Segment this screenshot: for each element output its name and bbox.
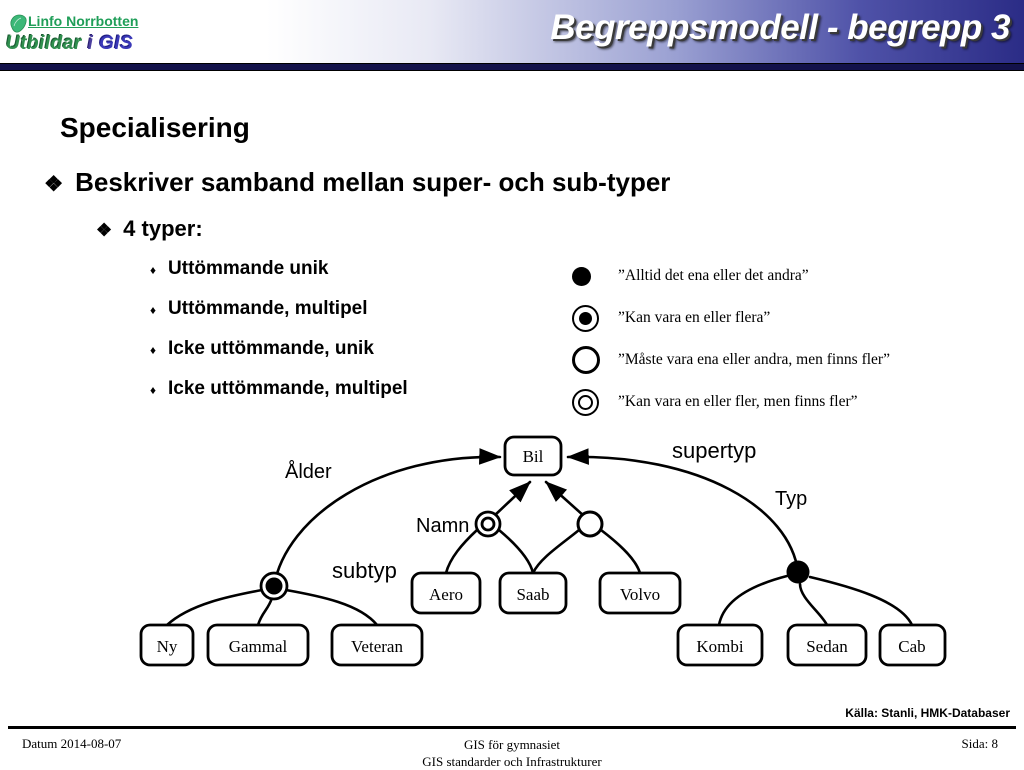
legend-item-label: ”Måste vara ena eller andra, men finns f… — [618, 351, 890, 368]
diagram-box-label-cab: Cab — [898, 637, 925, 656]
footer-divider — [8, 726, 1016, 729]
diagram-box-label-kombi: Kombi — [696, 637, 744, 656]
diagram-box-ny — [139, 623, 195, 667]
legend-item: ”Måste vara ena eller andra, men finns f… — [572, 339, 890, 381]
diagram-box-sedan — [786, 623, 868, 667]
footer-date: Datum 2014-08-07 — [22, 736, 122, 751]
bullet-level2-label: 4 typer: — [123, 216, 203, 241]
bullet-level2: ❖ 4 typer: — [96, 216, 203, 242]
source-note: Källa: Stanli, HMK-Databaser — [845, 706, 1010, 720]
list-item: ♦ Uttömmande unik — [150, 258, 408, 298]
diagram-box-kombi — [676, 623, 764, 667]
open-circle-icon — [572, 346, 618, 374]
node-typ — [786, 560, 810, 584]
diagram-box-label-saab: Saab — [516, 585, 549, 604]
footer-page-number: Sida: 8 — [961, 736, 998, 751]
diagram-box-cab — [878, 623, 947, 667]
list-item-label: Icke uttömmande, unik — [168, 338, 374, 359]
diagram-box-label-bil: Bil — [523, 447, 544, 466]
list-item-label: Uttömmande unik — [168, 258, 329, 279]
diagram-box-gammal — [206, 623, 310, 667]
page-title: Begreppsmodell - begrepp 3 — [550, 8, 1010, 47]
small-diamond-bullet-icon: ♦ — [150, 384, 157, 397]
diagram-box-label-volvo: Volvo — [620, 585, 660, 604]
logo-tagline: Utbildar i GIS — [6, 33, 133, 55]
diagram-box-label-aero: Aero — [429, 585, 463, 604]
diagram-box-label-ny: Ny — [157, 637, 178, 656]
type-list: ♦ Uttömmande unik ♦ Uttömmande, multipel… — [150, 258, 408, 418]
small-diamond-bullet-icon: ♦ — [150, 264, 157, 277]
ring-filled-circle-icon — [572, 304, 618, 332]
footer-center: GIS för gymnasiet GIS standarder och Inf… — [0, 736, 1024, 770]
diagram-box-label-gammal: Gammal — [229, 637, 288, 656]
diagram-annotation-supertyp: supertyp — [672, 438, 756, 463]
slide-header: Linfo Norrbotten Utbildar i GIS Begrepps… — [0, 0, 1024, 63]
small-diamond-bullet-icon: ♦ — [150, 344, 157, 357]
logo: Linfo Norrbotten Utbildar i GIS — [4, 12, 144, 60]
logo-title: Linfo Norrbotten — [28, 13, 139, 29]
leaf-icon — [10, 14, 27, 33]
diagram-box-label-sedan: Sedan — [806, 637, 848, 656]
legend-item-label: ”Kan vara en eller fler, men finns fler” — [618, 393, 858, 410]
diamond-bullet-icon: ❖ — [44, 172, 64, 196]
bullet-level1-label: Beskriver samband mellan super- och sub-… — [75, 167, 671, 197]
logo-tagline-part2: i — [87, 33, 94, 54]
section-heading: Specialisering — [60, 112, 250, 143]
list-item-label: Uttömmande, multipel — [168, 298, 368, 319]
diagram-annotation-subtyp: subtyp — [332, 558, 397, 583]
diagram-annotation-namn: Namn — [416, 515, 469, 537]
diagram-box-bil — [503, 435, 563, 477]
diagram-box-veteran — [330, 623, 424, 667]
small-diamond-bullet-icon: ♦ — [150, 304, 157, 317]
diagram-box-aero — [410, 571, 482, 615]
legend-item: ”Kan vara en eller fler, men finns fler” — [572, 381, 890, 423]
list-item-label: Icke uttömmande, multipel — [168, 378, 408, 399]
filled-circle-icon — [572, 266, 618, 286]
list-item: ♦ Icke uttömmande, unik — [150, 338, 408, 378]
legend-item: ”Kan vara en eller flera” — [572, 297, 890, 339]
slide-footer: Datum 2014-08-07 GIS för gymnasiet GIS s… — [0, 733, 1024, 770]
diamond-bullet-icon: ❖ — [96, 220, 113, 240]
footer-course-title: GIS för gymnasiet — [463, 737, 561, 752]
node-alder — [259, 571, 289, 601]
diagram-box-saab — [498, 571, 568, 615]
diagram-annotation-typ: Typ — [775, 488, 807, 510]
diagram-annotation-alder: Ålder — [285, 460, 332, 483]
node-open — [576, 510, 604, 538]
legend-item-label: ”Kan vara en eller flera” — [618, 309, 771, 326]
logo-tagline-part1: Utbildar — [6, 33, 82, 54]
header-divider — [0, 63, 1024, 71]
list-item: ♦ Icke uttömmande, multipel — [150, 378, 408, 418]
list-item: ♦ Uttömmande, multipel — [150, 298, 408, 338]
node-namn — [474, 510, 502, 538]
specialisation-diagram: Bil Aero Saab Volvo Ny Gammal Veteran Ko… — [0, 420, 1024, 680]
legend-item-label: ”Alltid det ena eller det andra” — [618, 267, 809, 284]
diagram-box-volvo — [598, 571, 682, 615]
symbol-legend: ”Alltid det ena eller det andra” ”Kan va… — [572, 255, 890, 423]
footer-course-subtitle: GIS standarder och Infrastrukturer — [422, 754, 602, 769]
logo-tagline-part3: GIS — [99, 33, 134, 54]
legend-item: ”Alltid det ena eller det andra” — [572, 255, 890, 297]
diagram-box-label-veteran: Veteran — [351, 637, 403, 656]
double-ring-circle-icon — [572, 388, 618, 416]
bullet-level1: ❖ Beskriver samband mellan super- och su… — [44, 167, 670, 198]
